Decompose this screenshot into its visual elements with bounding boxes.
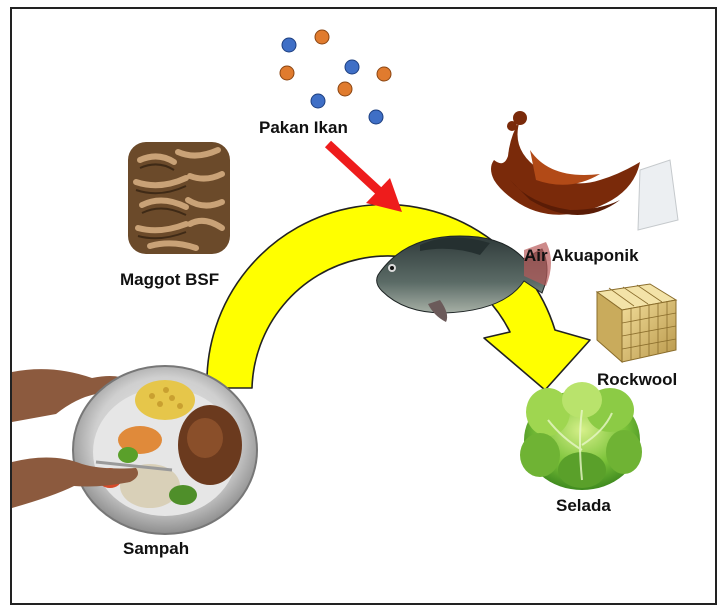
pellet-blue <box>369 110 383 124</box>
waste-image <box>12 366 257 534</box>
maggot-image <box>128 142 230 254</box>
label-lettuce: Selada <box>556 496 611 516</box>
pellet-blue <box>282 38 296 52</box>
label-rockwool: Rockwool <box>597 370 677 390</box>
pellet-blue <box>345 60 359 74</box>
label-waste: Sampah <box>123 539 189 559</box>
label-fish-feed: Pakan Ikan <box>259 118 348 138</box>
lettuce-image <box>520 382 642 490</box>
aquaponic-water-image <box>491 111 678 230</box>
pellet-orange <box>338 82 352 96</box>
fish-feed-pellets <box>280 30 391 124</box>
rockwool-image <box>597 284 676 362</box>
pellet-orange <box>315 30 329 44</box>
label-maggot-bsf: Maggot BSF <box>120 270 219 290</box>
feed-arrow <box>328 144 402 212</box>
pellet-blue <box>311 94 325 108</box>
pellet-orange <box>280 66 294 80</box>
label-aquaponic-water: Air Akuaponik <box>524 246 639 266</box>
pellet-orange <box>377 67 391 81</box>
